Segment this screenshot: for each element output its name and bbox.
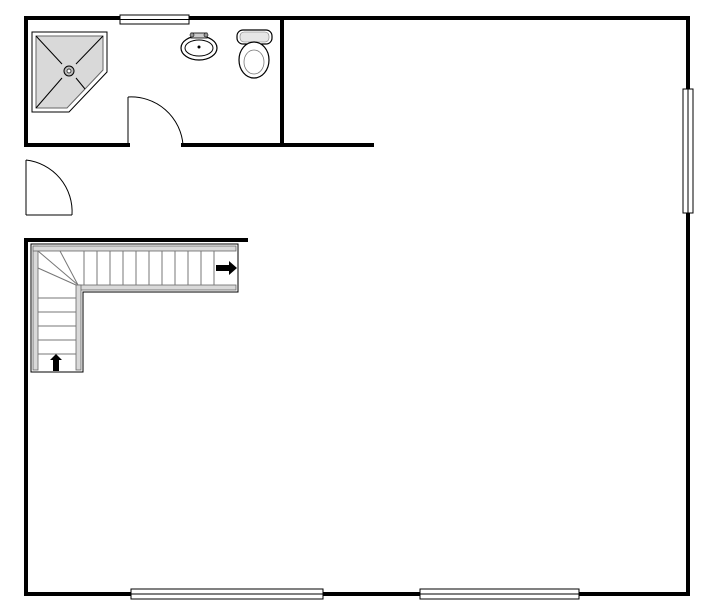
stair-direction-arrow-icon: [216, 261, 237, 275]
bathroom-door-swing: [127, 96, 184, 146]
toilet: [236, 29, 273, 79]
l-shaped-stair: [30, 243, 239, 373]
windows: [119, 14, 694, 600]
corner-shower: [31, 31, 108, 113]
doors: [25, 96, 184, 216]
sink: [180, 32, 218, 61]
exterior-walls: [24, 16, 690, 596]
interior-walls: [24, 16, 374, 242]
stair-up-arrow-icon: [50, 354, 62, 371]
entry-door-swing: [25, 159, 73, 216]
